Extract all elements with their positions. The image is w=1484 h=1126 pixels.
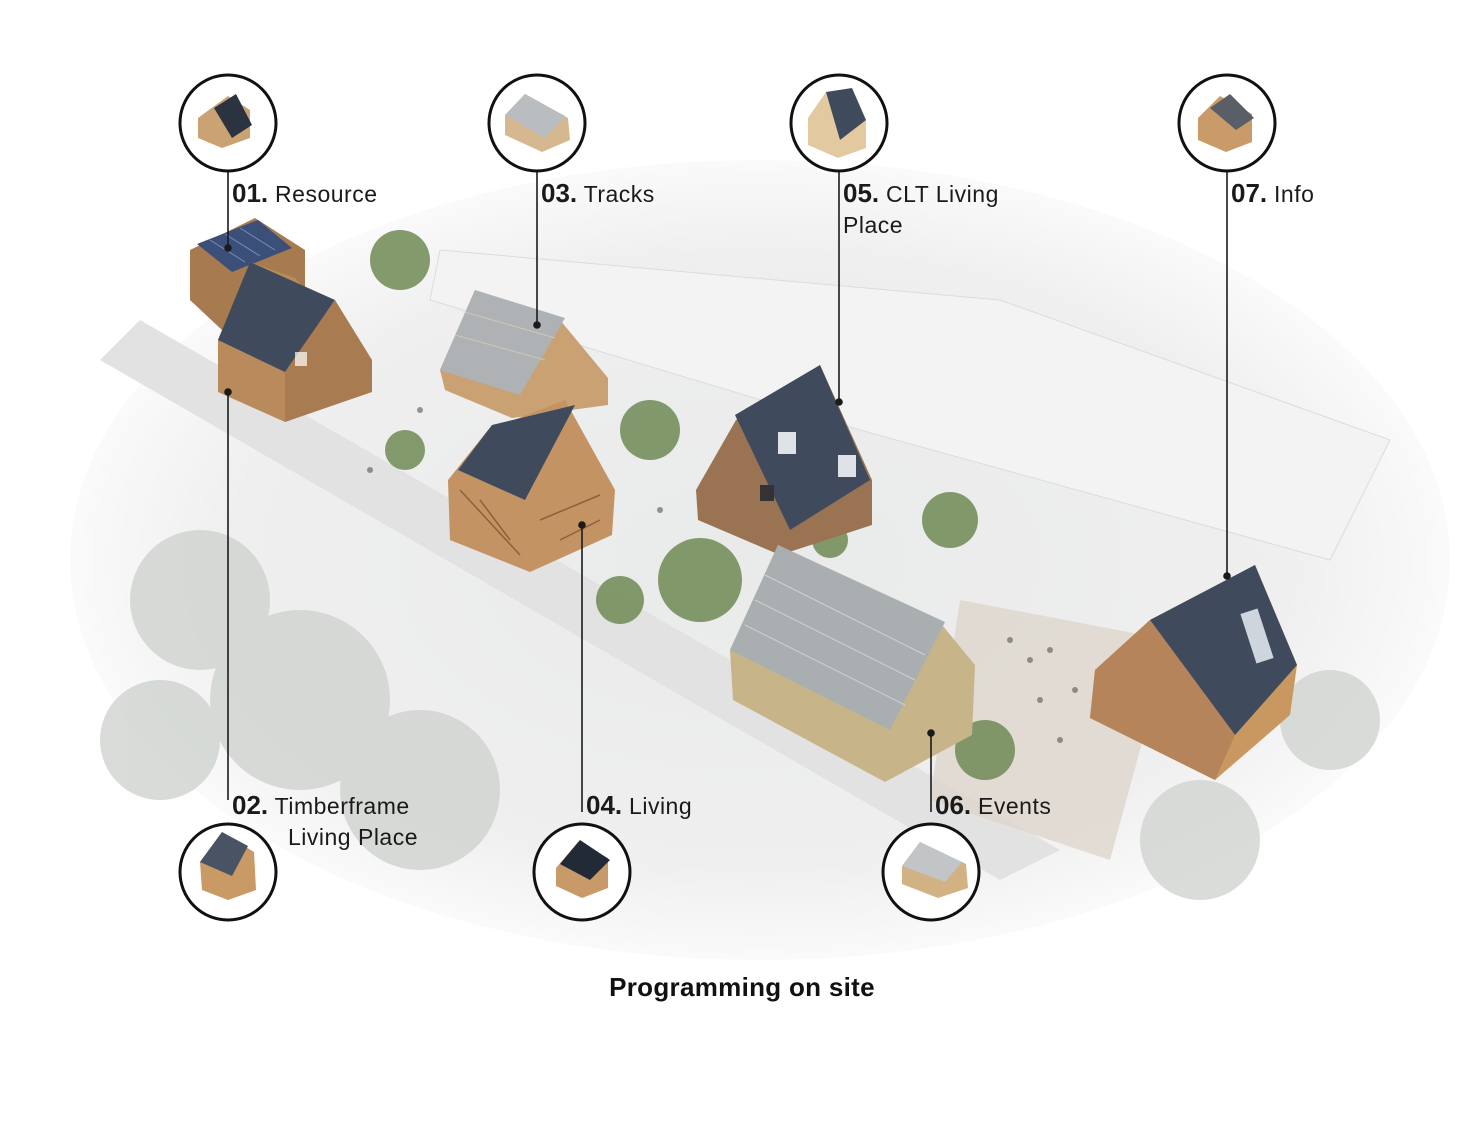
label-05-name: CLT Living: [886, 181, 999, 207]
label-03: 03. Tracks: [541, 178, 655, 210]
label-02-name-line2: Living Place: [288, 824, 419, 850]
label-02-name: Timberframe: [274, 793, 410, 819]
label-04-name: Living: [629, 793, 693, 819]
diagram-title: Programming on site: [609, 972, 875, 1002]
building-03-tracks: [440, 290, 608, 418]
label-05-name-line2: Place: [843, 212, 904, 238]
building-06-events: [730, 545, 975, 782]
building-04-living: [448, 400, 615, 572]
house-solar-roof-icon: [178, 73, 278, 173]
house-timberframe-icon: [532, 822, 632, 922]
label-03-number: 03.: [541, 178, 578, 208]
label-02: 02. Timberframe Living Place: [232, 790, 418, 853]
label-03-name: Tracks: [583, 181, 655, 207]
label-05-number: 05.: [843, 178, 880, 208]
label-07: 07. Info: [1231, 178, 1314, 210]
label-07-name: Info: [1274, 181, 1315, 207]
greenhouse-icon: [487, 73, 587, 173]
label-01: 01. Resource: [232, 178, 377, 210]
label-02-number: 02.: [232, 790, 269, 820]
label-07-number: 07.: [1231, 178, 1268, 208]
label-06-number: 06.: [935, 790, 972, 820]
label-01-number: 01.: [232, 178, 269, 208]
building-05-clt: [696, 365, 872, 555]
building-07-info: [1090, 565, 1297, 780]
label-05: 05. CLT Living Place: [843, 178, 999, 241]
house-clt-icon: [789, 73, 889, 173]
label-04: 04. Living: [586, 790, 692, 822]
label-01-name: Resource: [275, 181, 378, 207]
house-info-icon: [1177, 73, 1277, 173]
leader-lines: [224, 172, 1231, 812]
building-02-timberframe: [218, 262, 372, 422]
greenhouse-events-icon: [881, 822, 981, 922]
house-dark-roof-icon: [178, 822, 278, 922]
label-06-name: Events: [978, 793, 1052, 819]
label-04-number: 04.: [586, 790, 623, 820]
label-06: 06. Events: [935, 790, 1051, 822]
